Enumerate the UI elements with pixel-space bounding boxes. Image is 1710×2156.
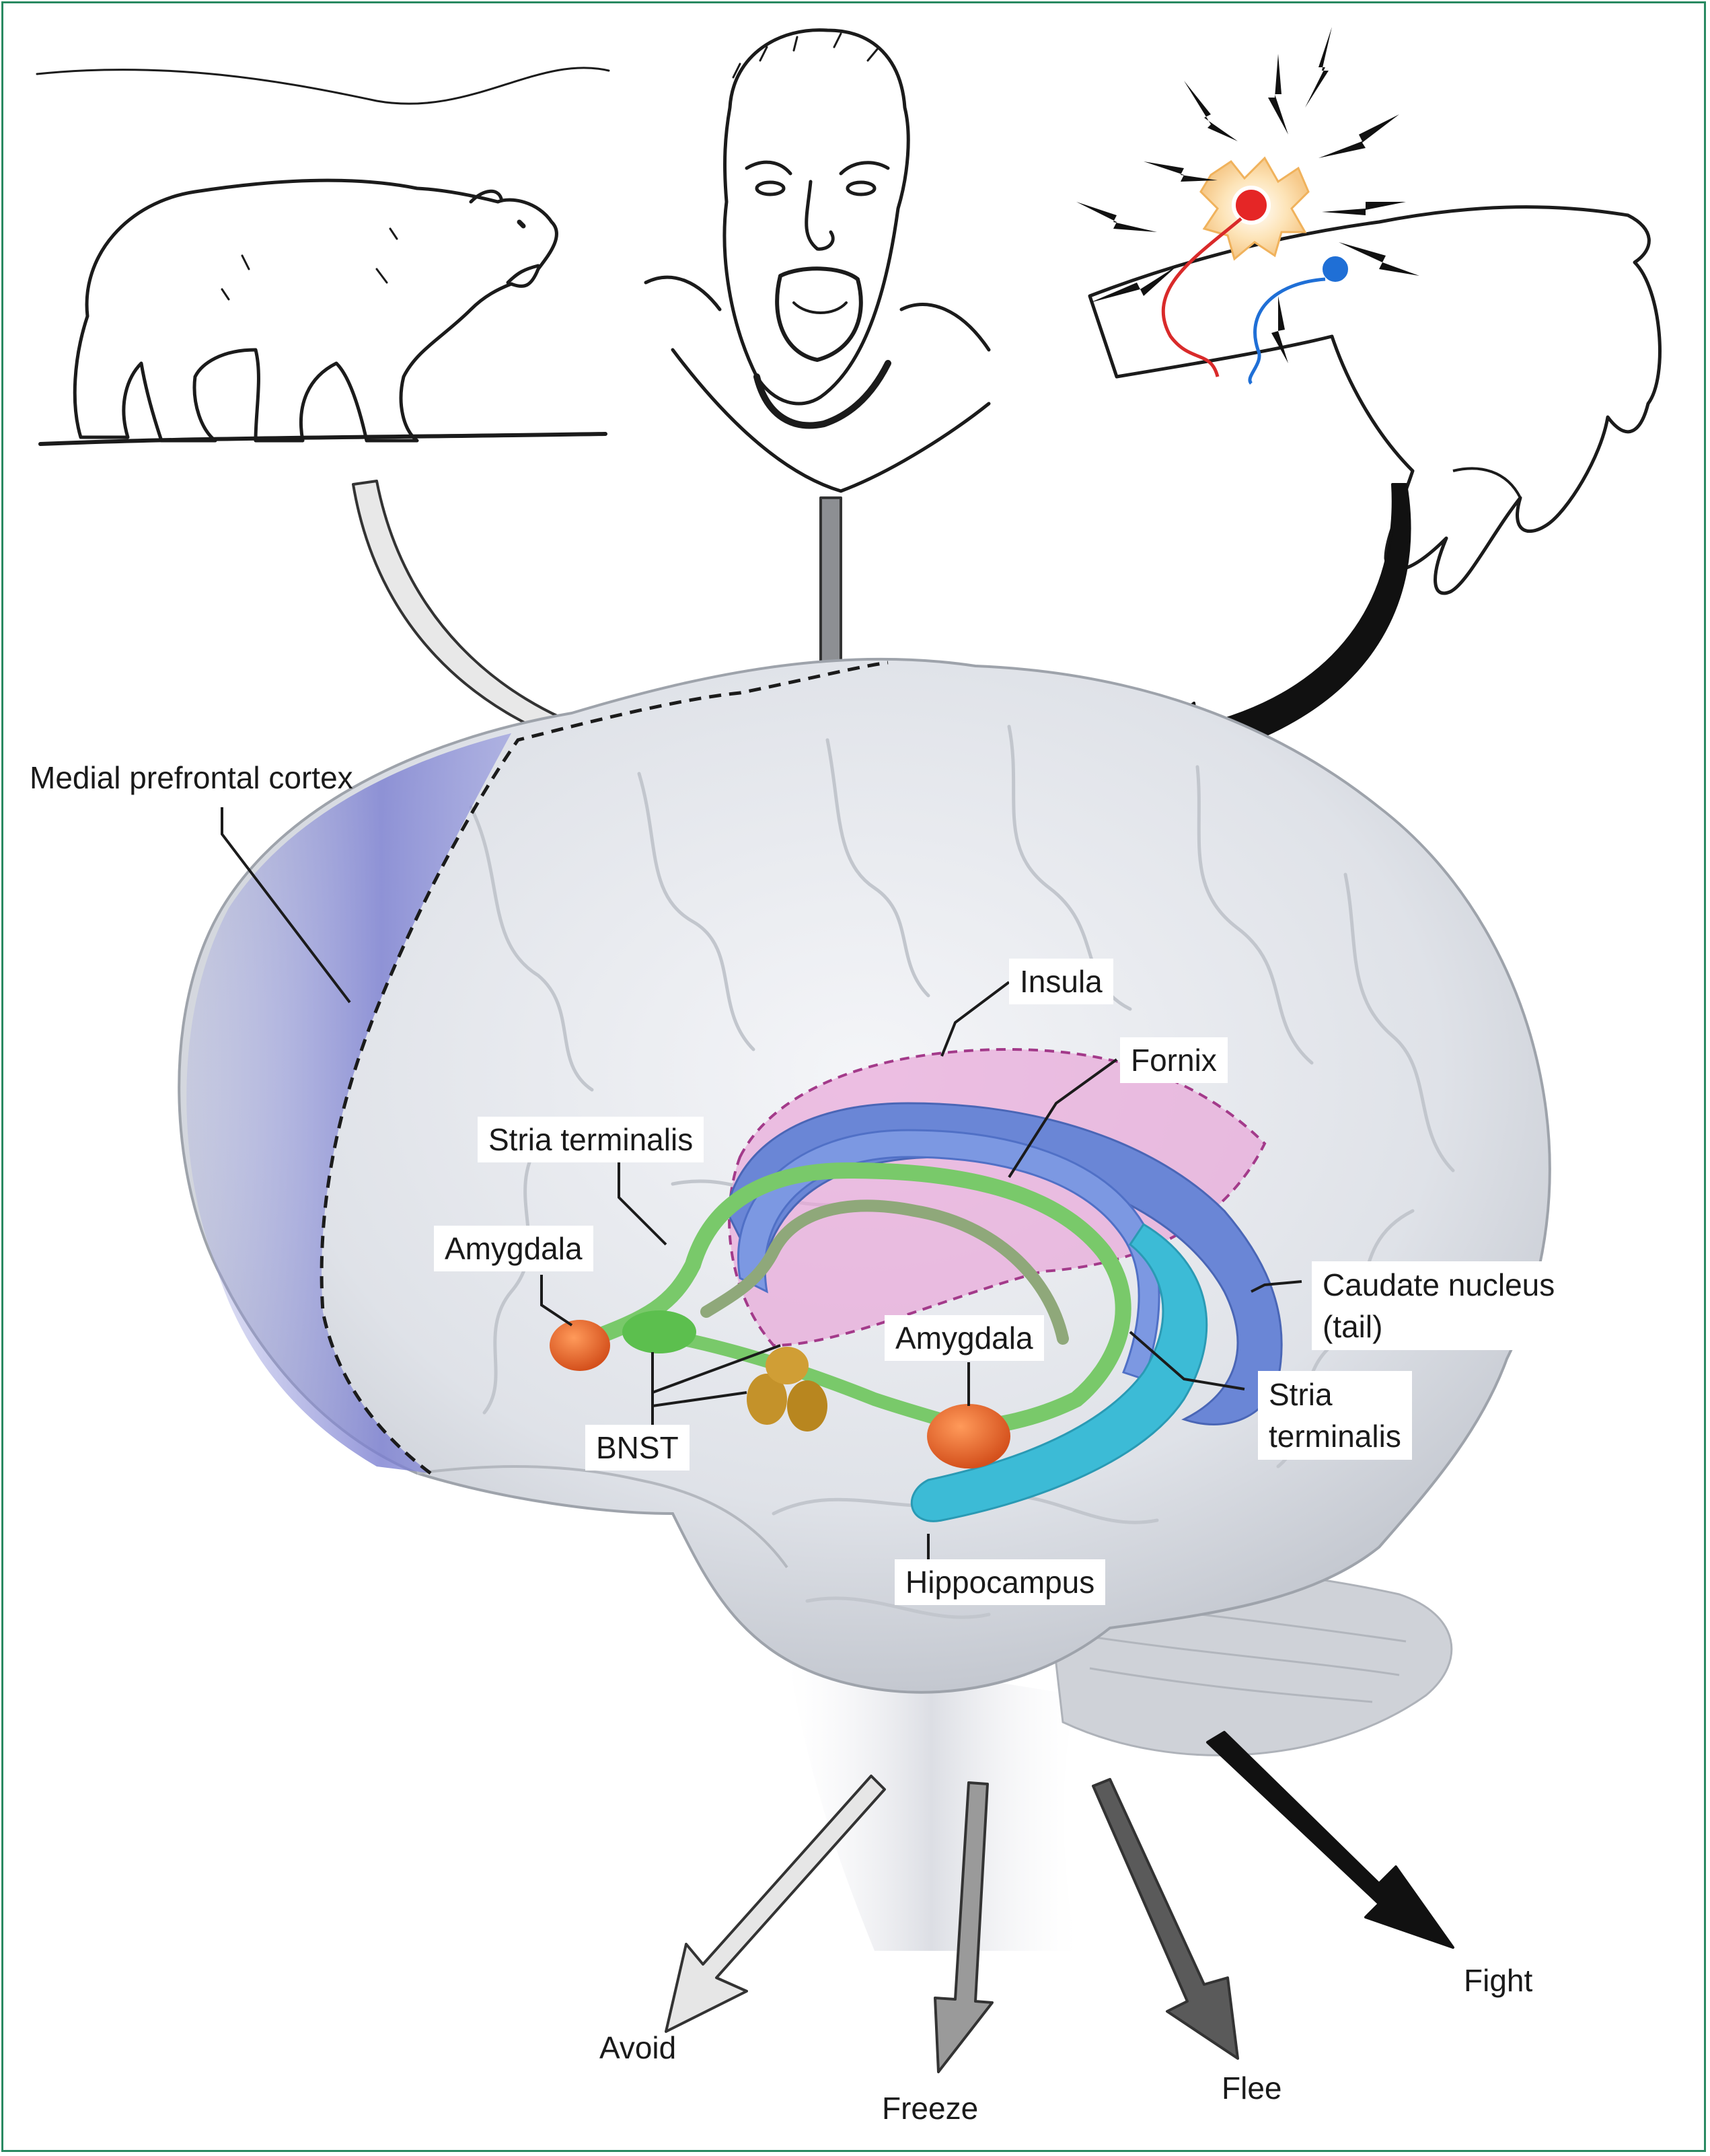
label-insula: Insula [1009, 959, 1113, 1004]
label-stria-terminalis-left: Stria terminalis [478, 1117, 704, 1162]
screaming-face-icon [644, 28, 991, 493]
label-medial-prefrontal-cortex: Medial prefrontal cortex [30, 760, 353, 795]
label-amygdala-right: Amygdala [885, 1315, 1044, 1361]
label-amygdala-left: Amygdala [434, 1226, 593, 1271]
bear-icon [36, 67, 610, 446]
label-caudate-nucleus: Caudate nucleus (tail) [1312, 1261, 1566, 1350]
bnst [747, 1347, 827, 1432]
freeze-arrow [934, 1781, 994, 2073]
label-caudate-line2: (tail) [1323, 1309, 1383, 1344]
stria-terminalis [584, 1162, 1131, 1438]
hippocampus [910, 1222, 1208, 1522]
electric-shock-arm-icon [1076, 27, 1662, 595]
avoid-arrow [665, 1775, 886, 2033]
mpfc-dashed-boundary [320, 661, 889, 1475]
amygdala-right [927, 1404, 1010, 1469]
label-stria-right-line1: Stria [1269, 1377, 1333, 1412]
label-fight: Fight [1464, 1963, 1533, 1998]
brain [178, 657, 1551, 1951]
bnst-left [622, 1310, 696, 1353]
label-avoid: Avoid [599, 2030, 677, 2065]
label-stria-right-line2: terminalis [1269, 1419, 1401, 1454]
label-caudate-line1: Caudate nucleus [1323, 1267, 1555, 1302]
fight-arrow [1206, 1731, 1454, 1949]
flee-arrow [1092, 1778, 1239, 2060]
amygdala-left [550, 1320, 610, 1371]
label-stria-terminalis-right: Stria terminalis [1258, 1371, 1412, 1460]
label-hippocampus: Hippocampus [895, 1559, 1106, 1605]
medial-prefrontal-cortex-region [186, 733, 511, 1473]
stria-terminalis-inner [700, 1199, 1069, 1345]
label-flee: Flee [1222, 2071, 1282, 2106]
label-fornix: Fornix [1120, 1037, 1228, 1083]
label-bnst: BNST [585, 1425, 690, 1471]
label-freeze: Freeze [882, 2091, 979, 2126]
